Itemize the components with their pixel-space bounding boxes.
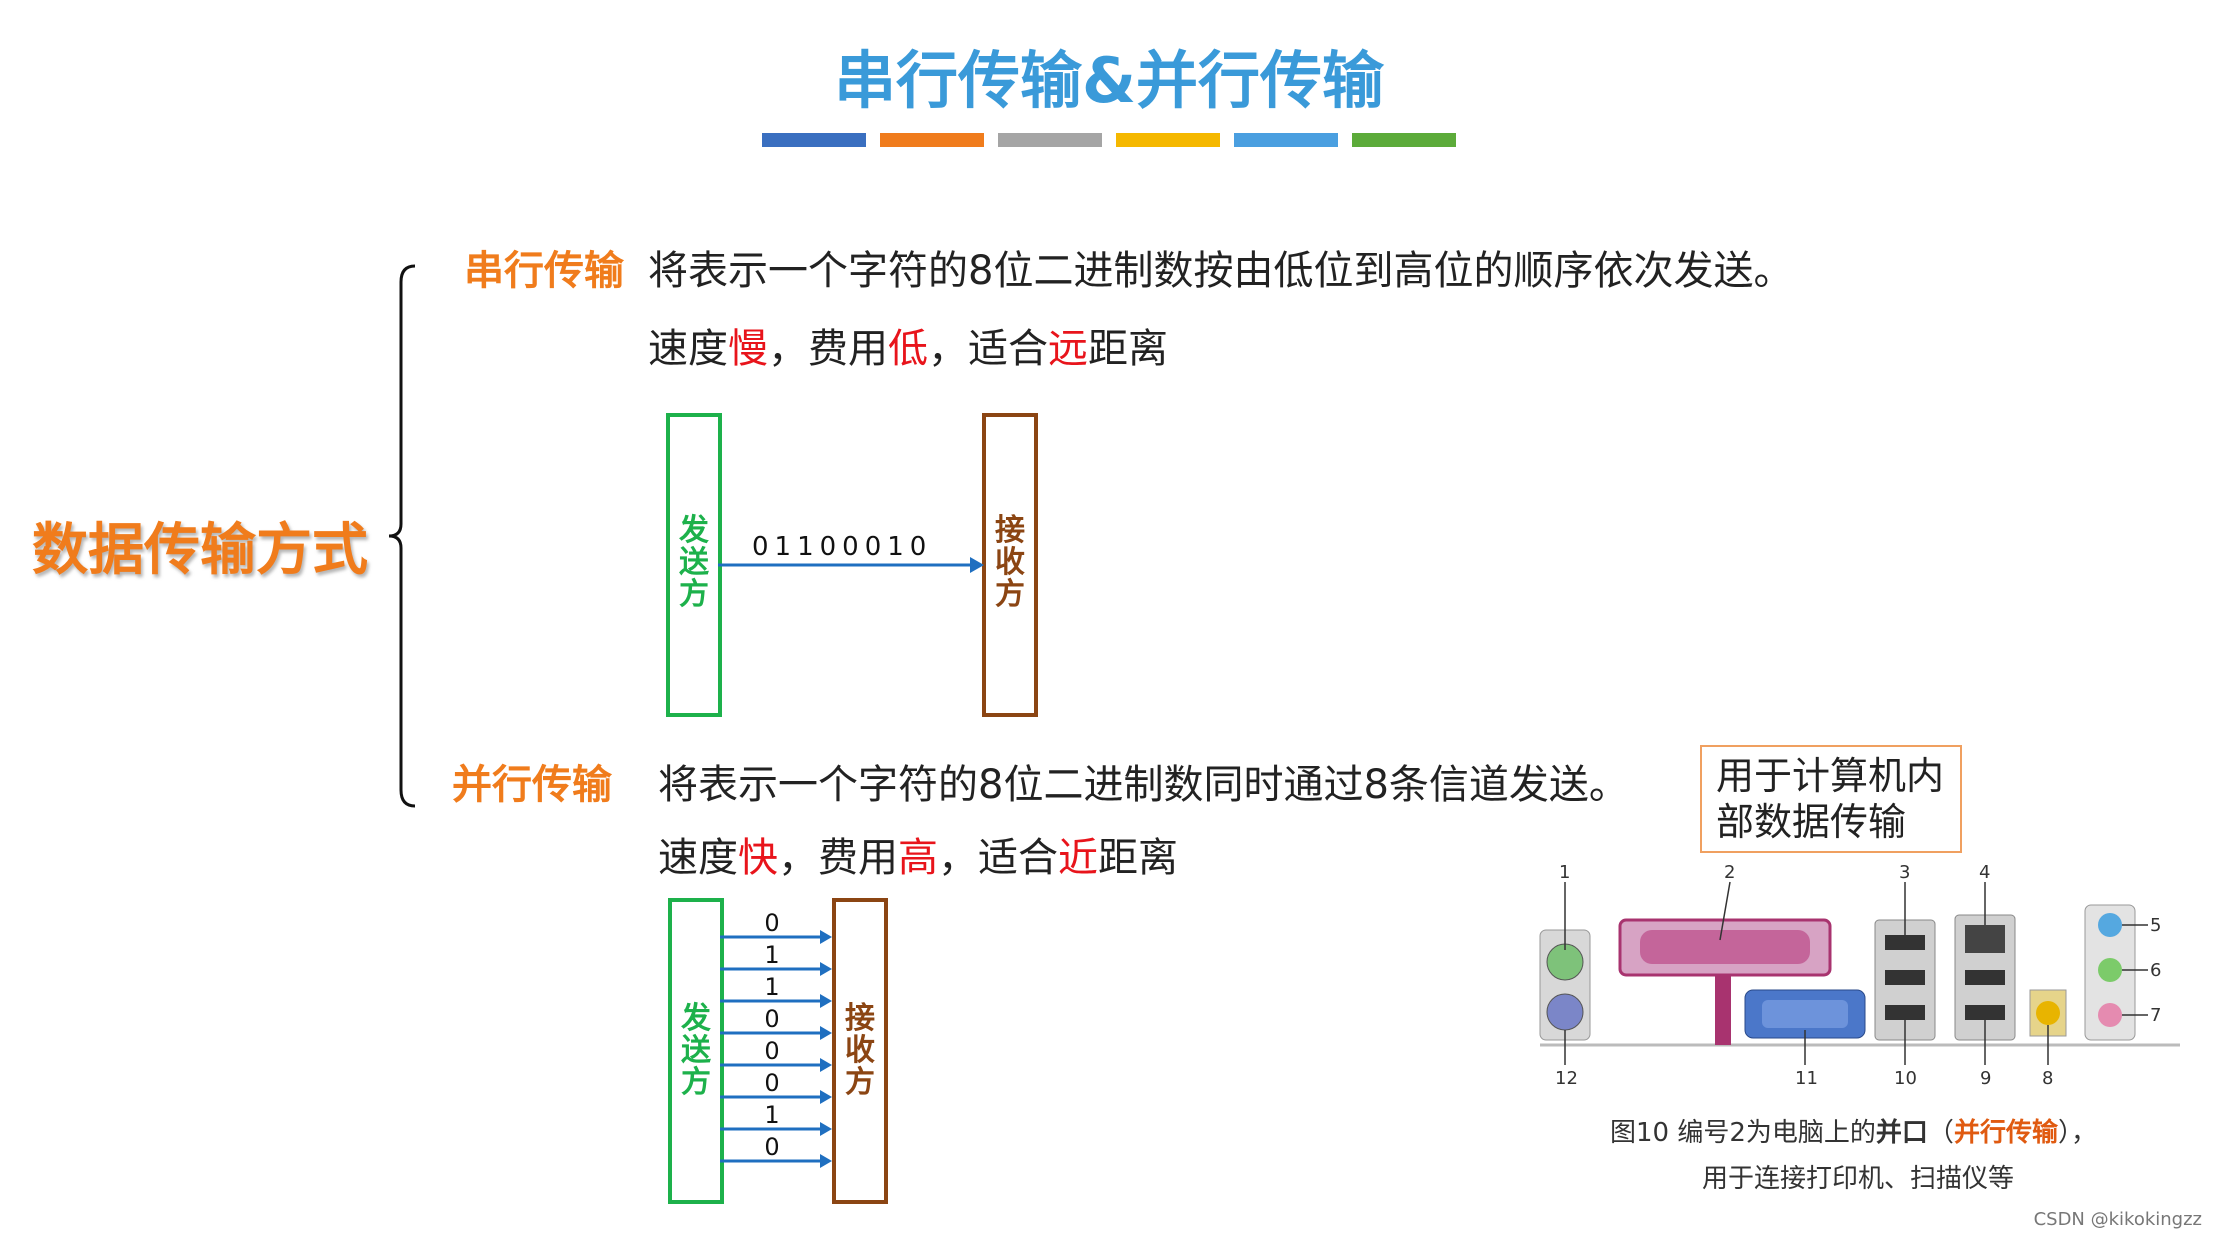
property-text: 速度 [658, 835, 738, 881]
port-number-5: 5 [2150, 915, 2162, 936]
parallel-bit-label: 0 [764, 1005, 779, 1033]
parallel-bit-label: 1 [764, 1101, 779, 1129]
serial-receiver-label: 接收方 [995, 513, 1025, 612]
highlight-word: 近 [1058, 835, 1098, 881]
watermark: CSDN @kikokingzz [2033, 1209, 2202, 1230]
parallel-sender-box [668, 898, 724, 1204]
parallel-channel-arrowhead [820, 994, 832, 1008]
property-text: ，费用 [778, 835, 898, 881]
parallel-sender-label: 发送方 [681, 1001, 711, 1100]
port-number-9: 9 [1980, 1068, 1992, 1089]
parallel-bit-label: 0 [764, 1069, 779, 1097]
serial-arrow [718, 557, 984, 573]
note-box: 用于计算机内部数据传输 [1700, 745, 1962, 853]
figure-caption-line1: 图10 编号2为电脑上的并口（并行传输）， [1610, 1112, 2097, 1149]
port-number-3: 3 [1899, 862, 1911, 883]
property-text: 距离 [1098, 835, 1178, 881]
port-number-11: 11 [1795, 1068, 1818, 1089]
highlight-word: 低 [888, 326, 928, 372]
parallel-keyword: 并行传输 [452, 762, 612, 808]
parallel-receiver-box [832, 898, 888, 1204]
port-number-4: 4 [1979, 862, 1991, 883]
parallel-bit-label: 0 [764, 1037, 779, 1065]
parallel-channel-arrowhead [820, 930, 832, 944]
highlight-word: 远 [1048, 326, 1088, 372]
parallel-channel-arrowhead [820, 1122, 832, 1136]
accent-bar [1234, 133, 1338, 147]
port-number-1: 1 [1559, 862, 1571, 883]
property-text: 速度 [648, 326, 728, 372]
page-title: 串行传输&并行传输 [833, 44, 1385, 117]
caption-prefix: 图10 编号2为电脑上的 [1610, 1118, 1876, 1148]
accent-bar [998, 133, 1102, 147]
parallel-bit-label: 0 [764, 909, 779, 937]
parallel-receiver-label: 接收方 [845, 1001, 875, 1100]
parallel-properties: 速度快，费用高，适合近距离 [658, 825, 1178, 883]
highlight-word: 快 [738, 835, 778, 881]
property-text: 距离 [1088, 326, 1168, 372]
parallel-channels: 0 1 1 0 0 0 1 0 [720, 909, 832, 1168]
serial-properties: 速度慢，费用低，适合远距离 [648, 316, 1168, 374]
accent-bar [762, 133, 866, 147]
property-text: ，费用 [768, 326, 888, 372]
port-number-12: 12 [1555, 1068, 1578, 1089]
port-number-8: 8 [2042, 1068, 2054, 1089]
caption-bold: 并口 [1875, 1118, 1928, 1148]
figure-caption-line2: 用于连接打印机、扫描仪等 [1702, 1164, 2015, 1194]
parallel-bit-label: 1 [764, 973, 779, 1001]
serial-sender-label: 发送方 [679, 513, 709, 612]
port-number-2: 2 [1724, 862, 1736, 883]
port-number-10: 10 [1894, 1068, 1917, 1089]
serial-keyword: 串行传输 [464, 248, 624, 294]
accent-bars [762, 133, 1456, 147]
curly-brace [388, 264, 416, 808]
motherboard-ports-figure [1539, 881, 2180, 1065]
port-number-6: 6 [2150, 960, 2162, 981]
parallel-channel-arrowhead [820, 1090, 832, 1104]
caption-highlight: 并行传输 [1953, 1118, 2058, 1148]
accent-bar [1352, 133, 1456, 147]
serial-description: 将表示一个字符的8位二进制数按由低位到高位的顺序依次发送。 [648, 248, 1794, 294]
parallel-channel-arrowhead [820, 962, 832, 976]
parallel-description: 将表示一个字符的8位二进制数同时通过8条信道发送。 [658, 762, 1629, 808]
highlight-word: 慢 [728, 326, 768, 372]
serial-bits: 01100010 [752, 532, 933, 562]
accent-bar [1116, 133, 1220, 147]
highlight-word: 高 [898, 835, 938, 881]
main-label: 数据传输方式 [32, 518, 368, 583]
parallel-channel-arrowhead [820, 1058, 832, 1072]
caption-paren-close: ）， [2057, 1118, 2097, 1148]
parallel-channel-arrowhead [820, 1154, 832, 1168]
parallel-bit-label: 1 [764, 941, 779, 969]
property-text: ，适合 [928, 326, 1048, 372]
parallel-channel-arrowhead [820, 1026, 832, 1040]
caption-paren-open: （ [1927, 1118, 1954, 1148]
parallel-bit-label: 0 [764, 1133, 779, 1161]
port-number-7: 7 [2150, 1005, 2162, 1026]
property-text: ，适合 [938, 835, 1058, 881]
accent-bar [880, 133, 984, 147]
